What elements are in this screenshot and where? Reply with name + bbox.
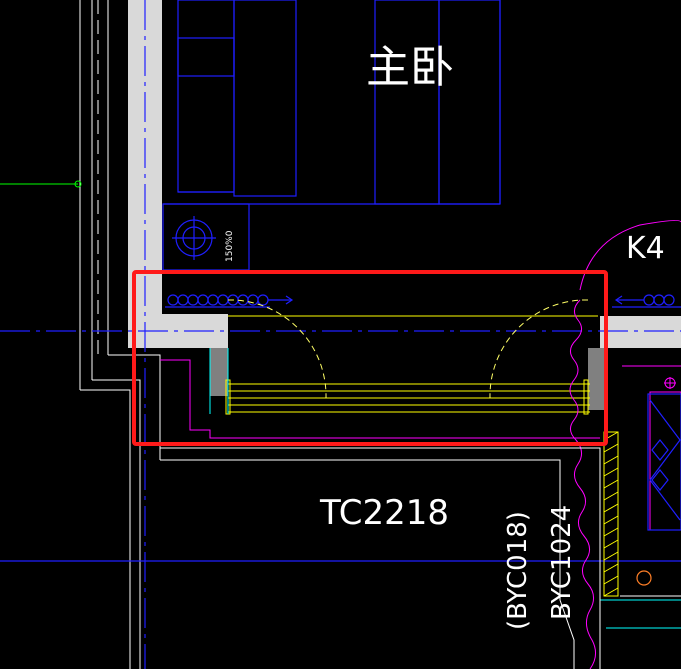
yellow-column <box>603 431 619 597</box>
cabinet-right <box>647 393 681 531</box>
fixture-symbol <box>172 216 216 260</box>
window-tag: TC2218 <box>319 493 449 533</box>
radiator-right <box>612 294 681 308</box>
fixture-tag: 150%0 <box>225 230 235 262</box>
k-label: K4 <box>626 231 665 266</box>
window-frame <box>225 315 598 415</box>
wall-columns <box>210 348 604 410</box>
door-swings <box>227 299 589 399</box>
window-tag-2: BYC1024 <box>547 505 577 620</box>
green-leader <box>0 180 82 188</box>
room-name: 主卧 <box>366 42 454 93</box>
magenta-fixture <box>664 377 676 389</box>
cyan-lines <box>209 348 681 629</box>
orange-fixture <box>636 570 652 586</box>
wall-outline-lower <box>160 447 681 669</box>
window-tag-alt: (BYC018) <box>503 511 533 630</box>
left-axis-lines <box>79 0 161 669</box>
radiator-left <box>165 294 294 308</box>
selection-highlight-box[interactable] <box>132 270 608 446</box>
